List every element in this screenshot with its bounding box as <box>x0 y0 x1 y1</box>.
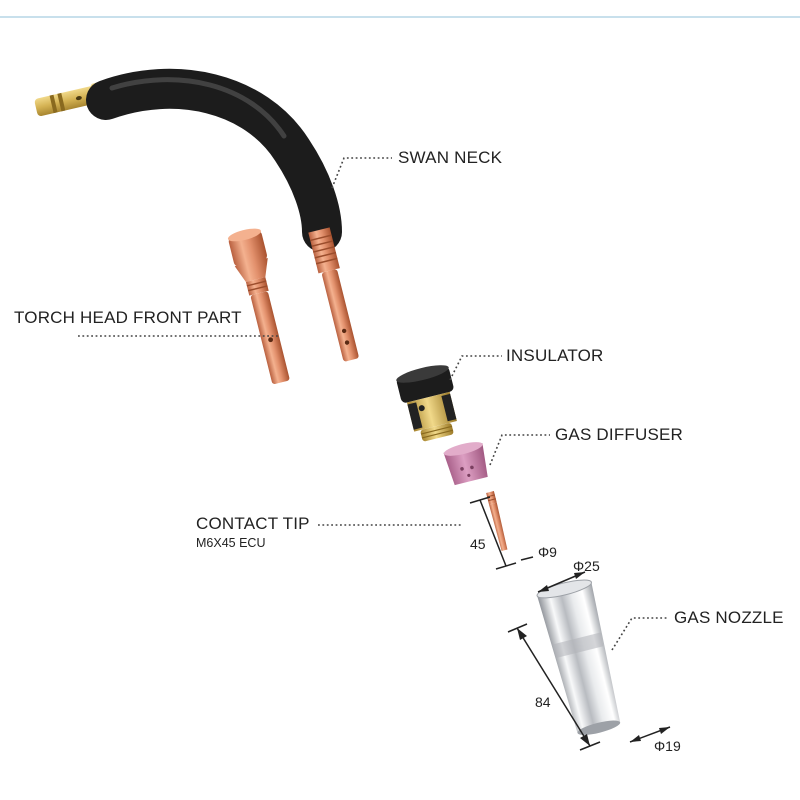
dim-label-45: 45 <box>470 536 486 552</box>
label-contact-tip-spec: M6X45 ECU <box>196 536 266 550</box>
gas-nozzle-leader <box>611 617 668 651</box>
dim-label-phi9: Φ9 <box>538 544 557 560</box>
leader-lines <box>78 157 668 651</box>
label-gas-nozzle: GAS NOZZLE <box>674 608 784 627</box>
dim-45-line <box>479 499 507 567</box>
contact-tip-part <box>486 491 508 551</box>
label-torch-head-front-part: TORCH HEAD FRONT PART <box>14 308 242 327</box>
label-contact-tip: CONTACT TIP <box>196 514 310 533</box>
gas-diffuser-part <box>443 442 488 486</box>
dim-phi9-line <box>520 556 534 561</box>
swan-neck-leader <box>331 157 392 189</box>
insulator-part <box>396 365 457 442</box>
label-gas-diffuser: GAS DIFFUSER <box>555 425 684 444</box>
dim-label-84: 84 <box>535 694 551 710</box>
gas-nozzle-part <box>536 579 621 735</box>
dim-84-line <box>516 627 591 747</box>
torch-head-front-part <box>227 228 290 384</box>
dimension-lines <box>469 496 671 751</box>
label-insulator: INSULATOR <box>506 346 604 365</box>
dim-label-phi25: Φ25 <box>573 558 600 574</box>
dim-label-phi19: Φ19 <box>654 738 681 754</box>
label-swan-neck: SWAN NECK <box>398 148 503 167</box>
swan-neck-part <box>34 68 359 362</box>
gas-diffuser-leader <box>489 434 550 466</box>
insulator-leader <box>449 355 502 381</box>
